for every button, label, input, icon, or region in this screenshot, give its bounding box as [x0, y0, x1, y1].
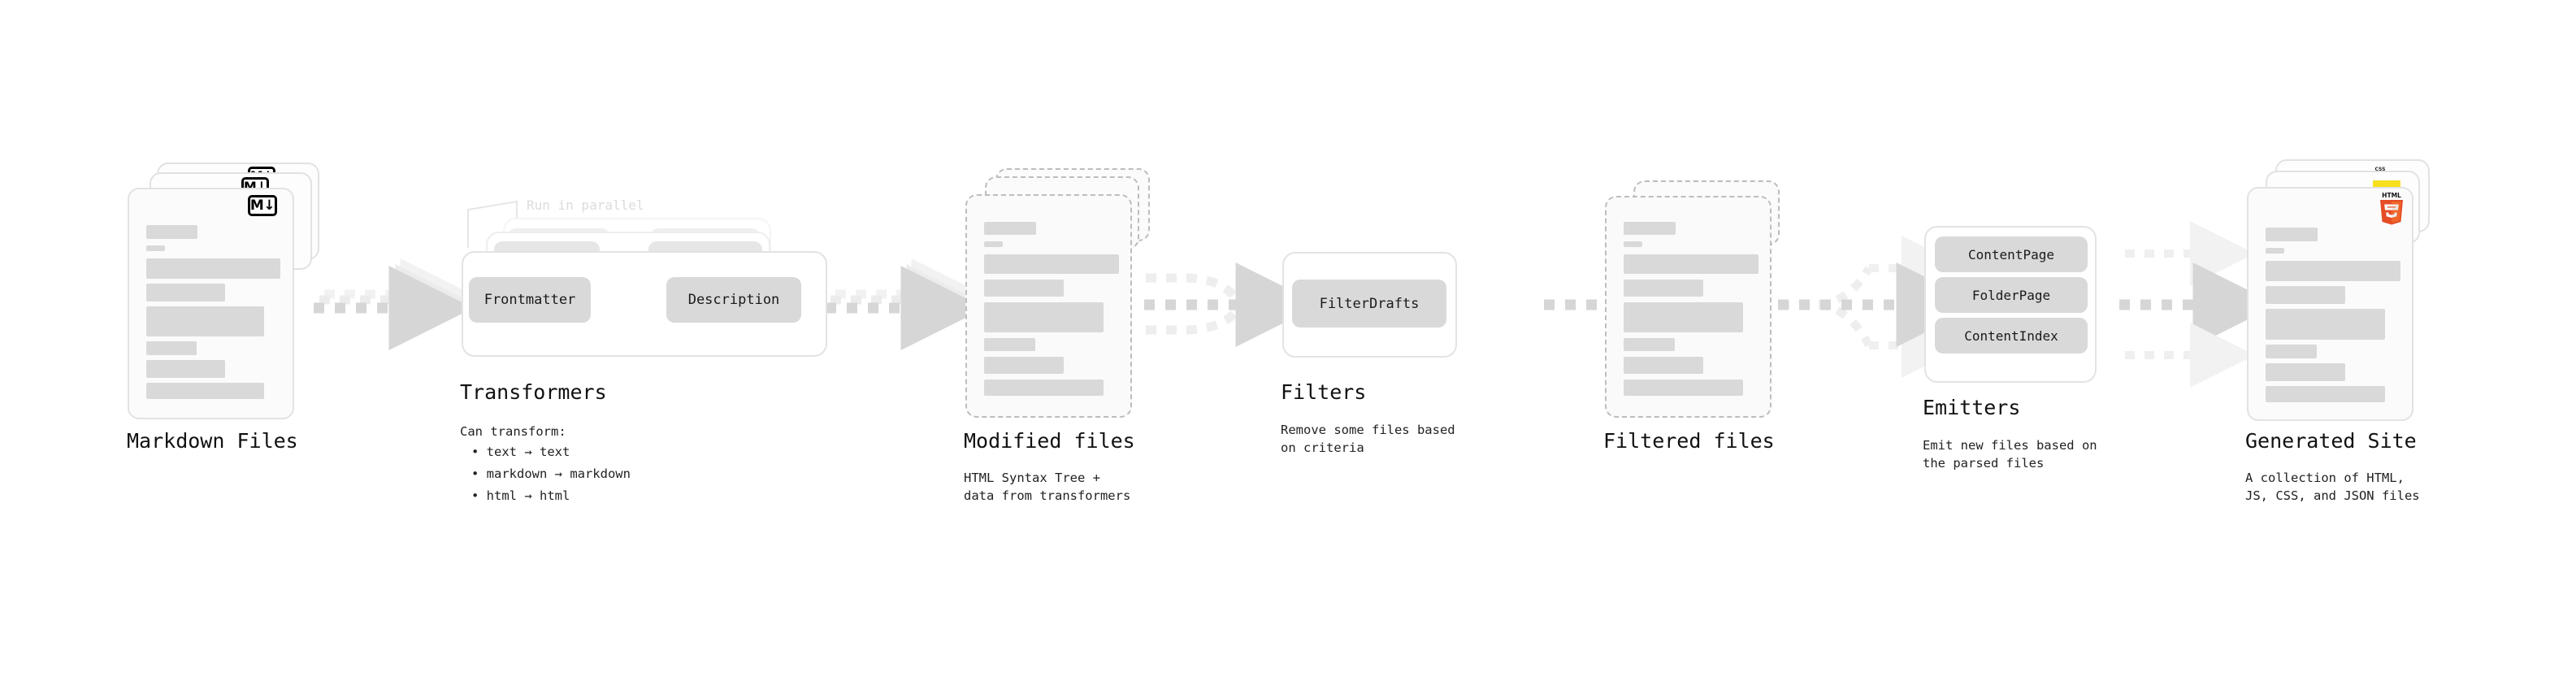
modified-bar-title [984, 222, 1036, 235]
caption-filtered-files: Filtered files [1603, 429, 1775, 453]
site-card-front [2247, 187, 2413, 421]
emitters-pill-folderpage[interactable]: FolderPage [1935, 277, 2088, 313]
modified-bar-1 [984, 254, 1119, 274]
filtered-bar-1 [1624, 254, 1759, 274]
modified-card-front [965, 194, 1132, 418]
site-bar-3 [2266, 309, 2385, 340]
filtered-bar-5 [1624, 357, 1703, 374]
filters-pill-filterdrafts[interactable]: FilterDrafts [1292, 280, 1446, 327]
site-bar-5 [2266, 363, 2345, 381]
filtered-bar-3 [1624, 302, 1743, 332]
modified-files-description: HTML Syntax Tree + data from transformer… [964, 471, 1131, 504]
markdown-bar-1 [146, 258, 280, 279]
caption-markdown-files: Markdown Files [127, 429, 298, 453]
arrow-emitters-to-site [2119, 221, 2278, 388]
transformers-bullet-3: • html → html [471, 488, 570, 503]
markdown-bar-subtitle [146, 245, 165, 251]
arrow-transformers-to-modified [826, 258, 986, 350]
arrow-markdown-to-transformers [314, 258, 474, 350]
modified-bar-2 [984, 280, 1064, 297]
caption-modified-files: Modified files [964, 429, 1135, 453]
site-bar-4 [2266, 345, 2317, 358]
emitters-pill-contentpage[interactable]: ContentPage [1935, 236, 2088, 272]
caption-emitters: Emitters [1923, 396, 2021, 419]
emitters-description: Emit new files based on the parsed files [1923, 438, 2097, 471]
emitters-pill-contentindex[interactable]: ContentIndex [1935, 318, 2088, 354]
markdown-bar-2 [146, 284, 225, 301]
modified-bar-6 [984, 380, 1104, 396]
markdown-bar-title [146, 225, 197, 239]
filtered-bar-title [1624, 222, 1676, 235]
run-in-parallel-label: Run in parallel [527, 197, 644, 213]
transformers-bullet-2: • markdown → markdown [471, 466, 631, 481]
arrow-filtered-to-emitters [1778, 236, 1981, 378]
filtered-bar-2 [1624, 280, 1703, 297]
arrow-modified-to-filters [1144, 262, 1321, 347]
markdown-bar-3 [146, 306, 264, 336]
generated-site-description: A collection of HTML, JS, CSS, and JSON … [2245, 471, 2420, 504]
site-bar-1 [2266, 261, 2400, 281]
markdown-card-front [128, 188, 294, 419]
markdown-logo-text: M [249, 197, 264, 214]
filtered-card-front [1605, 196, 1772, 418]
site-bar-title [2266, 228, 2318, 241]
transformers-description: Can transform: [460, 424, 566, 439]
site-bar-6 [2266, 386, 2385, 402]
filtered-bar-6 [1624, 380, 1743, 396]
markdown-bar-5 [146, 360, 225, 378]
caption-filters: Filters [1281, 380, 1367, 404]
caption-generated-site: Generated Site [2245, 429, 2417, 453]
html5-logo: HTML [2377, 191, 2406, 225]
filtered-bar-4 [1624, 338, 1675, 351]
svg-text:HTML: HTML [2382, 192, 2401, 199]
modified-bar-5 [984, 357, 1064, 374]
markdown-logo-front: M↓ [248, 195, 277, 216]
site-bar-subtitle [2266, 248, 2284, 254]
svg-text:CSS: CSS [2375, 167, 2386, 172]
modified-bar-3 [984, 302, 1104, 332]
transformer-pill-frontmatter[interactable]: Frontmatter [469, 277, 591, 323]
site-bar-2 [2266, 286, 2345, 304]
caption-transformers: Transformers [460, 380, 607, 404]
transformer-pill-description[interactable]: Description [666, 277, 801, 323]
filtered-bar-subtitle [1624, 241, 1642, 247]
modified-bar-4 [984, 338, 1035, 351]
markdown-bar-4 [146, 341, 197, 355]
filters-description: Remove some files based on criteria [1281, 423, 1455, 456]
markdown-bar-6 [146, 383, 264, 399]
modified-bar-subtitle [984, 241, 1003, 247]
transformers-bullet-1: • text → text [471, 445, 570, 459]
